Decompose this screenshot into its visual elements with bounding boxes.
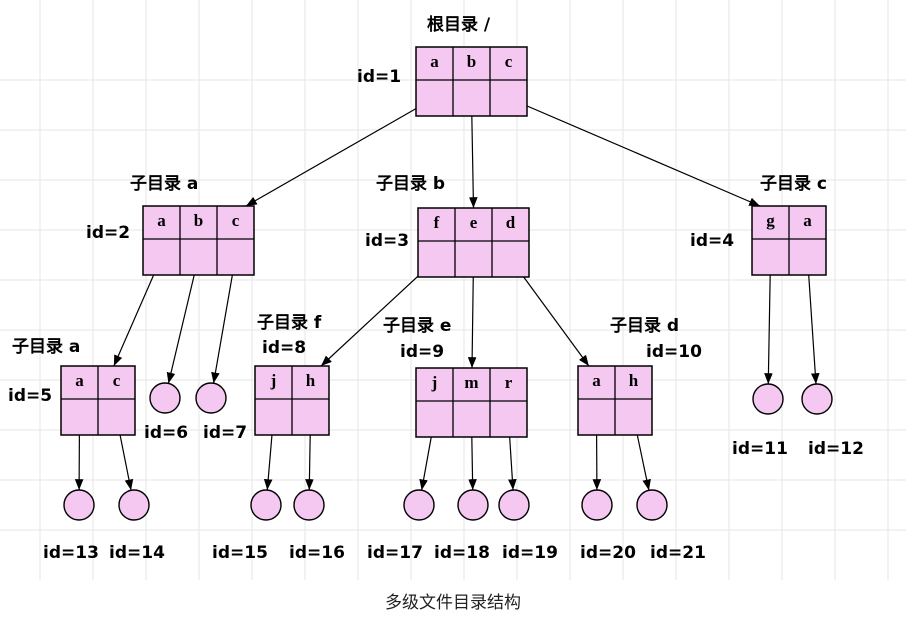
file-id: id=20 bbox=[580, 543, 636, 563]
file-node: id=6 bbox=[144, 382, 188, 443]
pointer-arrow bbox=[245, 97, 435, 207]
pointer-arrow bbox=[806, 256, 820, 385]
directory-entry-name: c bbox=[113, 371, 121, 390]
diagram-caption: 多级文件目录结构 bbox=[385, 593, 521, 613]
directory-entry-name: g bbox=[766, 211, 775, 230]
directory-entry-name: m bbox=[464, 373, 478, 392]
directory-entry-name: j bbox=[270, 371, 277, 390]
directory-id: id=2 bbox=[86, 223, 130, 243]
directory-box bbox=[415, 367, 528, 438]
directory-id: id=10 bbox=[646, 342, 702, 362]
directory-node: j h 子目录 f id=8 bbox=[254, 313, 330, 436]
directory-id: id=1 bbox=[357, 67, 401, 87]
file-node: id=11 bbox=[732, 383, 788, 459]
file-node: id=20 bbox=[580, 489, 636, 563]
file-node: id=17 bbox=[367, 489, 435, 563]
directory-entry-name: b bbox=[194, 211, 203, 230]
directory-title: 子目录 c bbox=[760, 174, 827, 194]
file-node: id=7 bbox=[195, 382, 247, 443]
directory-entry-name: e bbox=[470, 213, 478, 232]
file-node: id=12 bbox=[801, 383, 864, 459]
file-circle bbox=[195, 382, 227, 414]
file-id: id=16 bbox=[289, 543, 345, 563]
directory-id: id=5 bbox=[8, 386, 52, 406]
directory-node: a b c 根目录 / id=1 bbox=[357, 14, 528, 117]
directory-title: 子目录 b bbox=[376, 174, 445, 194]
pointer-arrow bbox=[211, 256, 237, 384]
file-node: id=19 bbox=[498, 489, 558, 563]
directory-entry-name: c bbox=[505, 52, 513, 71]
file-circle bbox=[149, 382, 181, 414]
file-id: id=15 bbox=[212, 543, 268, 563]
directory-box bbox=[417, 207, 530, 278]
directory-node: a b c 子目录 a id=2 bbox=[86, 174, 255, 276]
file-node: id=15 bbox=[212, 489, 282, 563]
directory-entry-name: h bbox=[629, 371, 639, 390]
directory-entry-name: a bbox=[803, 211, 812, 230]
directory-entry-name: r bbox=[505, 373, 513, 392]
file-id: id=13 bbox=[43, 543, 99, 563]
file-id: id=7 bbox=[203, 423, 247, 443]
directory-entry-name: b bbox=[467, 52, 476, 71]
file-circle bbox=[63, 489, 95, 521]
file-node: id=18 bbox=[434, 489, 490, 563]
directory-title: 子目录 a bbox=[12, 337, 80, 357]
file-circle bbox=[293, 489, 325, 521]
directory-id: id=4 bbox=[690, 231, 734, 251]
file-circle bbox=[403, 489, 435, 521]
directory-entry-name: c bbox=[232, 211, 240, 230]
file-circle bbox=[636, 489, 668, 521]
file-id: id=6 bbox=[144, 423, 188, 443]
file-circle bbox=[801, 383, 833, 415]
directory-node: a h 子目录 d id=10 bbox=[577, 316, 702, 436]
directory-box bbox=[415, 46, 528, 117]
directory-title: 子目录 e bbox=[383, 316, 451, 336]
nodes: a b c 根目录 / id=1 a b c 子目录 a id=2 f e d 子目录 b id=3 g a 子目… bbox=[8, 14, 864, 563]
directory-title: 子目录 d bbox=[610, 316, 679, 336]
directory-entry-name: a bbox=[592, 371, 601, 390]
file-id: id=17 bbox=[367, 543, 423, 563]
directory-title: 子目录 a bbox=[130, 174, 198, 194]
directory-node: a c 子目录 a id=5 bbox=[8, 337, 136, 436]
file-circle bbox=[118, 489, 150, 521]
directory-entry-name: j bbox=[431, 373, 438, 392]
directory-entry-name: d bbox=[506, 213, 516, 232]
directory-box bbox=[142, 205, 255, 276]
file-node: id=21 bbox=[636, 489, 706, 563]
pointer-arrow bbox=[764, 256, 773, 385]
directory-entry-name: h bbox=[306, 371, 316, 390]
directory-entry-name: a bbox=[430, 52, 439, 71]
file-id: id=12 bbox=[808, 439, 864, 459]
file-circle bbox=[581, 489, 613, 521]
directory-node: j m r 子目录 e id=9 bbox=[383, 316, 528, 438]
file-node: id=13 bbox=[43, 489, 99, 563]
directory-id: id=3 bbox=[365, 231, 409, 251]
file-node: id=16 bbox=[289, 489, 345, 563]
file-circle bbox=[250, 489, 282, 521]
directory-title: 根目录 / bbox=[427, 14, 491, 35]
pointer-arrow bbox=[166, 256, 200, 384]
directory-entry-name: f bbox=[434, 213, 440, 232]
file-id: id=11 bbox=[732, 439, 788, 459]
file-id: id=19 bbox=[502, 543, 558, 563]
directory-node: g a 子目录 c id=4 bbox=[690, 174, 827, 276]
file-id: id=18 bbox=[434, 543, 490, 563]
file-id: id=21 bbox=[650, 543, 706, 563]
pointer-arrow bbox=[508, 97, 761, 207]
file-circle bbox=[498, 489, 530, 521]
file-circle bbox=[752, 383, 784, 415]
directory-node: f e d 子目录 b id=3 bbox=[365, 174, 530, 278]
file-id: id=14 bbox=[109, 543, 165, 563]
file-circle bbox=[457, 489, 489, 521]
directory-title: 子目录 f bbox=[257, 313, 322, 333]
directory-entry-name: a bbox=[157, 211, 166, 230]
directory-entry-name: a bbox=[75, 371, 84, 390]
directory-id: id=8 bbox=[262, 338, 306, 358]
file-node: id=14 bbox=[109, 489, 165, 563]
directory-id: id=9 bbox=[400, 342, 444, 362]
